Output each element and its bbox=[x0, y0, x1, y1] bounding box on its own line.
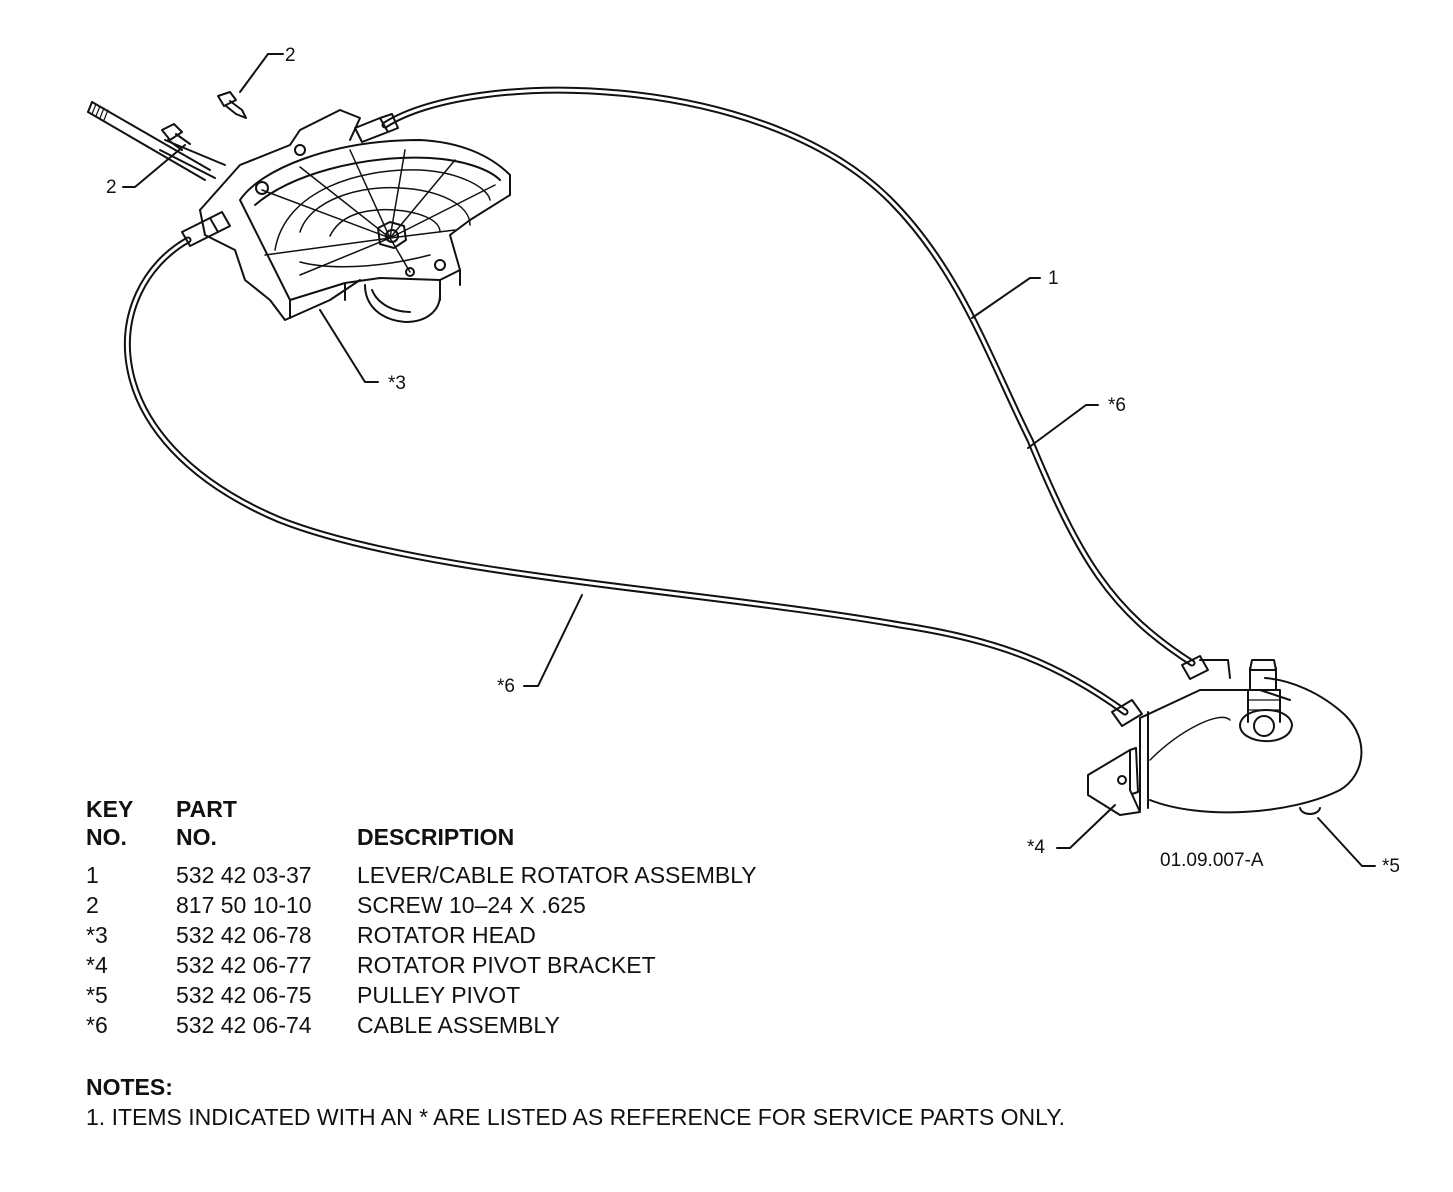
screw-lower bbox=[161, 123, 191, 151]
table-row: *5 532 42 06-75 PULLEY PIVOT bbox=[86, 980, 846, 1010]
rotator-pivot-bracket bbox=[1087, 689, 1291, 816]
figure-id: 01.09.007-A bbox=[1160, 850, 1264, 871]
description: ROTATOR HEAD bbox=[357, 922, 536, 948]
callout-2-lower: 2 bbox=[106, 177, 117, 198]
part-no: 532 42 03-37 bbox=[176, 862, 312, 888]
part-no: 532 42 06-77 bbox=[176, 952, 312, 978]
key-no: *4 bbox=[86, 952, 108, 978]
header-part-line1: PART bbox=[176, 796, 237, 822]
screw-upper bbox=[217, 91, 247, 119]
callout-1: 1 bbox=[1048, 268, 1059, 289]
description: CABLE ASSEMBLY bbox=[357, 1012, 560, 1038]
header-description: DESCRIPTION bbox=[357, 824, 515, 850]
part-no: 817 50 10-10 bbox=[176, 892, 312, 918]
table-row: 2 817 50 10-10 SCREW 10–24 X .625 bbox=[86, 890, 846, 920]
key-no: *3 bbox=[86, 922, 108, 948]
table-row: 1 532 42 03-37 LEVER/CABLE ROTATOR ASSEM… bbox=[86, 860, 846, 890]
part-no: 532 42 06-75 bbox=[176, 982, 312, 1008]
pulley-pivot bbox=[1149, 659, 1363, 815]
note-item: 1. ITEMS INDICATED WITH AN * ARE LISTED … bbox=[86, 1104, 1065, 1130]
notes-section: NOTES: 1. ITEMS INDICATED WITH AN * ARE … bbox=[86, 1072, 1065, 1132]
notes-title: NOTES: bbox=[86, 1074, 173, 1100]
part-no: 532 42 06-74 bbox=[176, 1012, 312, 1038]
callout-labels: 2 2 *3 1 *6 *6 *4 *5 01.09.007-A bbox=[106, 45, 1400, 877]
key-no: *6 bbox=[86, 1012, 108, 1038]
rotator-head bbox=[181, 109, 511, 323]
description: PULLEY PIVOT bbox=[357, 982, 521, 1008]
description: LEVER/CABLE ROTATOR ASSEMBLY bbox=[357, 862, 757, 888]
callout-6-lower: *6 bbox=[497, 676, 515, 697]
header-key-line1: KEY bbox=[86, 796, 134, 822]
header-key-line2: NO. bbox=[86, 824, 127, 850]
cable-ferrules-bracket bbox=[1111, 655, 1231, 727]
key-no: 2 bbox=[86, 892, 99, 918]
callout-5: *5 bbox=[1382, 856, 1400, 877]
table-row: *3 532 42 06-78 ROTATOR HEAD bbox=[86, 920, 846, 950]
table-row: *4 532 42 06-77 ROTATOR PIVOT BRACKET bbox=[86, 950, 846, 980]
table-row: *6 532 42 06-74 CABLE ASSEMBLY bbox=[86, 1010, 846, 1040]
description: ROTATOR PIVOT BRACKET bbox=[357, 952, 656, 978]
callout-2-upper: 2 bbox=[285, 45, 296, 66]
key-no: *5 bbox=[86, 982, 108, 1008]
callout-6-upper: *6 bbox=[1108, 395, 1126, 416]
key-no: 1 bbox=[86, 862, 99, 888]
leader-lines bbox=[122, 53, 1376, 867]
header-part-line2: NO. bbox=[176, 824, 217, 850]
description: SCREW 10–24 X .625 bbox=[357, 892, 586, 918]
part-no: 532 42 06-78 bbox=[176, 922, 312, 948]
cable-assembly bbox=[124, 86, 1196, 716]
callout-3: *3 bbox=[388, 373, 406, 394]
callout-4: *4 bbox=[1027, 837, 1045, 858]
